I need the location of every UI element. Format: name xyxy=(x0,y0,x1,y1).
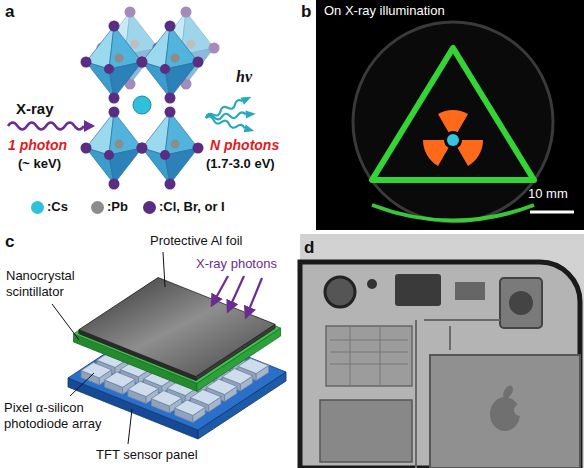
xray-arrows xyxy=(212,276,228,305)
xray-image xyxy=(300,234,584,468)
legend-swatch xyxy=(31,201,44,214)
photodiode-pixel xyxy=(191,390,222,405)
photon-count: N photons xyxy=(210,137,279,154)
beam-label: X-ray xyxy=(16,100,54,117)
scale-label: 10 mm xyxy=(528,186,568,202)
part-label: Protective Al foil xyxy=(150,233,243,249)
part-label: Nanocrystal scintillator xyxy=(6,268,96,300)
xray-image xyxy=(395,274,441,306)
part-label: TFT sensor panel xyxy=(96,447,198,463)
foil-layer xyxy=(79,278,275,377)
beam-label: X-ray photons xyxy=(196,256,277,272)
xray-image xyxy=(325,277,355,307)
energy-label: (~ keV) xyxy=(18,156,61,172)
xray-image xyxy=(509,291,533,315)
panel-letter: b xyxy=(301,2,311,21)
xray-image xyxy=(430,355,580,468)
scale-bar xyxy=(530,211,574,214)
legend-text: :Cl, Br, or I xyxy=(159,199,225,215)
photodiode-pixel xyxy=(175,400,206,415)
crystal-structure xyxy=(137,21,204,104)
legend-text: :Cs xyxy=(47,199,68,215)
energy-label: (1.7-3.0 eV) xyxy=(206,156,275,172)
crystal-structure xyxy=(137,107,204,190)
leader-line xyxy=(52,304,79,340)
photo-background xyxy=(372,205,534,221)
legend-item: :Pb xyxy=(91,199,128,215)
crystal-structure xyxy=(81,7,220,190)
panel-letter: a xyxy=(5,2,14,21)
warning-sign xyxy=(423,110,483,166)
xray-image xyxy=(367,279,377,289)
warning-sign xyxy=(458,140,484,166)
panel-letter: d xyxy=(304,238,314,257)
xray-image xyxy=(501,384,515,400)
xray-image xyxy=(320,400,412,462)
photon-energy-symbol: hν xyxy=(236,68,252,86)
xray-image xyxy=(326,326,412,386)
warning-sign xyxy=(438,110,468,132)
xray-image xyxy=(514,404,526,416)
photo-caption: On X-ray illumination xyxy=(324,3,445,19)
xray-image xyxy=(500,278,542,328)
photodiode-pixel xyxy=(128,381,158,396)
warning-sign xyxy=(372,48,534,180)
photon-count: 1 photon xyxy=(8,137,67,154)
emission-wave xyxy=(205,114,255,135)
legend-swatch xyxy=(91,201,104,214)
photo-background xyxy=(353,22,553,222)
xray-wave xyxy=(84,120,95,132)
leader-line xyxy=(128,409,132,444)
photo-background xyxy=(316,0,584,230)
xray-wave xyxy=(8,123,84,130)
legend-text: :Pb xyxy=(107,199,128,215)
emission-wave xyxy=(205,116,245,131)
legend-item: :Cl, Br, or I xyxy=(143,199,225,215)
photo-background xyxy=(316,0,584,230)
emission-wave xyxy=(244,124,256,134)
panel-letter: c xyxy=(5,232,14,251)
warning-sign xyxy=(372,48,534,180)
leader-line xyxy=(70,373,94,396)
photodiode-pixel xyxy=(105,372,136,387)
warning-sign xyxy=(423,140,449,166)
xray-image xyxy=(490,397,520,431)
xray-image xyxy=(455,282,485,300)
legend-item: :Cs xyxy=(31,199,68,215)
xray-image xyxy=(300,262,580,468)
photodiode-pixel xyxy=(81,363,112,378)
crystal-structure xyxy=(133,96,151,114)
legend-swatch xyxy=(143,201,156,214)
part-label: Pixel α-silicon photodiode array xyxy=(4,400,114,432)
leader-line xyxy=(163,252,165,287)
warning-sign xyxy=(447,134,459,146)
emission-wave xyxy=(245,110,256,119)
detector-stack xyxy=(68,278,286,440)
xray-image xyxy=(300,234,584,468)
emission-wave xyxy=(241,93,253,104)
xray-arrows xyxy=(212,276,262,317)
xray-arrows xyxy=(228,276,244,311)
photodiode-pixel xyxy=(151,391,182,406)
xray-arrows xyxy=(246,278,262,317)
xray-image xyxy=(330,326,408,386)
xray-wave xyxy=(8,120,95,132)
emission-wave xyxy=(204,93,256,135)
